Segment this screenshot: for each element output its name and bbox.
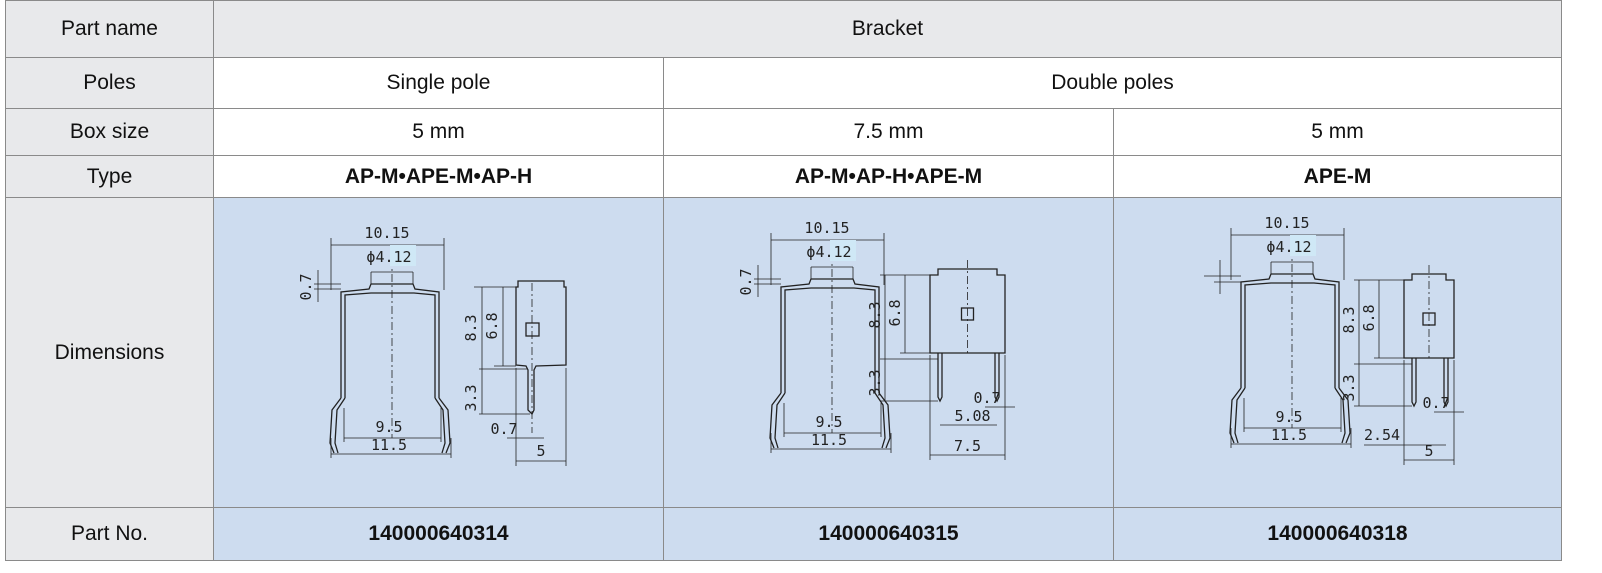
row-box-size: Box size 5 mm 7.5 mm 5 mm <box>5 108 1563 156</box>
hole-label-highlight <box>390 245 416 266</box>
pin-left <box>937 353 943 403</box>
part-no-3: 140000640318 <box>1112 507 1563 561</box>
bracket-outline <box>329 283 451 454</box>
label-outer-width: 11.5 <box>811 431 847 449</box>
poles-single: Single pole <box>213 57 664 109</box>
label-top-width: 10.15 <box>804 219 849 237</box>
label-pin-length: 3.3 <box>462 384 480 411</box>
label-pin-width: 0.7 <box>1422 394 1449 412</box>
label-part-name: Part name <box>5 0 214 58</box>
label-box-size: Box size <box>5 108 214 156</box>
label-depth: 7.5 <box>954 437 981 455</box>
row-poles: Poles Single pole Double poles <box>5 57 1563 109</box>
type-1: AP-M•APE-M•AP-H <box>213 155 664 198</box>
label-poles: Poles <box>5 57 214 109</box>
pin-left <box>1411 358 1417 408</box>
label-height: 8.3 <box>462 314 480 341</box>
label-top-width: 10.15 <box>364 224 409 242</box>
label-pin-length: 3.3 <box>1340 374 1358 401</box>
label-top-width: 10.15 <box>1264 214 1309 232</box>
part-name-value: Bracket <box>212 0 1563 58</box>
bracket-outline <box>1229 273 1351 444</box>
side-body <box>515 280 567 416</box>
type-3: APE-M <box>1112 155 1563 198</box>
label-pin-width: 0.7 <box>973 389 1000 407</box>
label-hole: ϕ4.12 <box>806 243 851 261</box>
label-height: 8.3 <box>1340 306 1358 333</box>
row-part-name: Part name Bracket <box>5 0 1563 58</box>
hole-label-highlight <box>830 240 856 261</box>
label-thickness: 0.7 <box>297 273 315 300</box>
label-part-no: Part No. <box>5 507 214 561</box>
bracket-spec-table: Part name Bracket Poles Single pole Doub… <box>5 0 1563 561</box>
label-body: 6.8 <box>886 299 904 326</box>
box-size-2: 7.5 mm <box>663 108 1114 156</box>
label-pitch: 2.54 <box>1364 426 1400 444</box>
poles-double: Double poles <box>662 57 1563 109</box>
box-size-3: 5 mm <box>1112 108 1563 156</box>
label-depth: 5 <box>536 442 545 460</box>
label-outer-width: 11.5 <box>371 436 407 454</box>
label-body: 6.8 <box>1360 304 1378 331</box>
type-2: AP-M•AP-H•APE-M <box>663 155 1114 198</box>
box-size-1: 5 mm <box>213 108 664 156</box>
label-thickness: 0.7 <box>737 268 755 295</box>
front-view: 10.15 ϕ4.12 9.511.5 <box>1204 214 1352 448</box>
hole-label-highlight <box>1290 235 1316 256</box>
part-no-2: 140000640315 <box>663 507 1114 561</box>
label-pin-length: 3.3 <box>866 369 884 396</box>
label-height: 8.3 <box>866 301 884 328</box>
label-body: 6.8 <box>483 312 501 339</box>
front-view: 10.15 ϕ4.12 0.7 9.511.5 <box>297 224 452 458</box>
label-inner-width: 9.5 <box>815 413 842 431</box>
pin-right <box>994 353 1000 403</box>
label-pin-width: 0.7 <box>490 420 517 438</box>
bracket-outline <box>769 278 891 449</box>
label-outer-width: 11.5 <box>1271 426 1307 444</box>
label-hole: ϕ4.12 <box>366 248 411 266</box>
row-part-no: Part No. 140000640314 140000640315 14000… <box>5 507 1563 561</box>
terminal-window <box>525 322 540 337</box>
label-pitch: 5.08 <box>954 407 990 425</box>
front-view: 10.15 ϕ4.12 0.7 9.511.5 <box>737 219 892 453</box>
side-body <box>929 268 1006 354</box>
part-no-1: 140000640314 <box>213 507 664 561</box>
label-inner-width: 9.5 <box>375 418 402 436</box>
side-body <box>1403 273 1455 359</box>
label-depth: 5 <box>1424 442 1433 460</box>
label-type: Type <box>5 155 214 198</box>
label-hole: ϕ4.12 <box>1266 238 1311 256</box>
label-dimensions: Dimensions <box>5 197 214 508</box>
pin-right <box>1443 358 1449 408</box>
row-type: Type AP-M•APE-M•AP-H AP-M•AP-H•APE-M APE… <box>5 155 1563 198</box>
label-inner-width: 9.5 <box>1275 408 1302 426</box>
